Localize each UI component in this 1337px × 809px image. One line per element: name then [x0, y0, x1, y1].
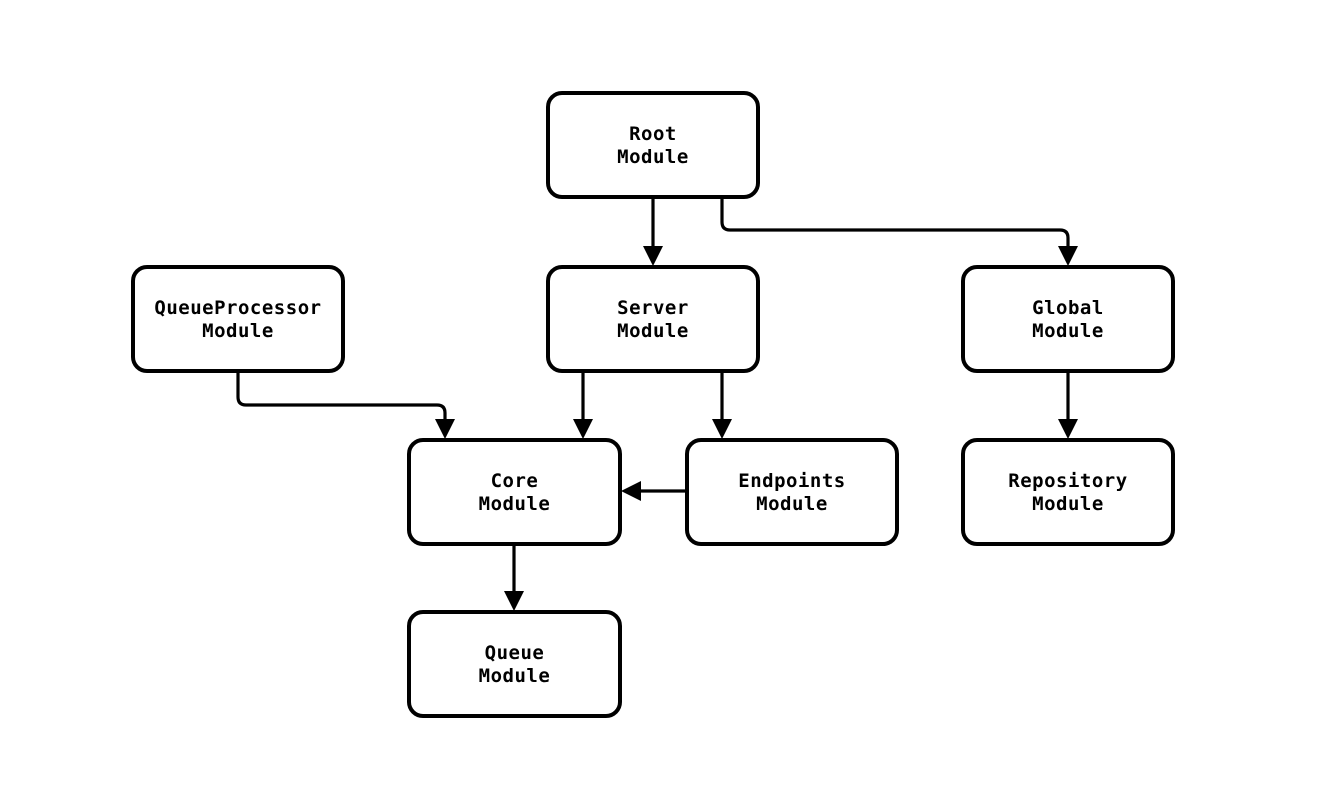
edge-global-to-repository — [1058, 371, 1078, 439]
edge-server-to-endpoints — [712, 371, 732, 439]
edge-root-to-global — [720, 197, 1078, 266]
edge-server-to-core — [573, 371, 593, 439]
node-box[interactable] — [961, 265, 1175, 373]
node-box[interactable] — [961, 438, 1175, 546]
edge-line — [236, 371, 447, 424]
edge-core-to-queue — [504, 544, 524, 611]
edge-endpoints-to-core — [621, 481, 687, 501]
arrowhead-icon — [643, 246, 663, 266]
arrowhead-icon — [1058, 246, 1078, 266]
node-label-line1: Core — [491, 470, 539, 492]
node-label-line1: Global — [1032, 297, 1104, 319]
arrowhead-icon — [435, 419, 455, 439]
edge-root-to-server — [643, 197, 663, 266]
node-label-line2: Module — [479, 493, 551, 515]
edge-line — [720, 197, 1070, 251]
node-label-line1: Queue — [485, 642, 545, 664]
edge-queueprocessor-to-core — [236, 371, 455, 439]
node-label-line2: Module — [617, 146, 689, 168]
node-box[interactable] — [407, 610, 622, 718]
arrowhead-icon — [621, 481, 641, 501]
node-label-line1: Server — [617, 297, 689, 319]
node-box[interactable] — [131, 265, 345, 373]
arrowhead-icon — [573, 419, 593, 439]
node-box[interactable] — [407, 438, 622, 546]
node-label-line2: Module — [479, 665, 551, 687]
node-label-line2: Module — [202, 320, 274, 342]
arrowhead-icon — [712, 419, 732, 439]
node-label-line1: Endpoints — [738, 470, 845, 492]
node-box[interactable] — [546, 91, 760, 199]
arrowhead-icon — [1058, 419, 1078, 439]
arrowhead-icon — [504, 591, 524, 611]
node-box[interactable] — [685, 438, 899, 546]
node-label-line2: Module — [617, 320, 689, 342]
node-box[interactable] — [546, 265, 760, 373]
node-label-line1: Repository — [1008, 470, 1127, 492]
node-label-line2: Module — [1032, 320, 1104, 342]
edges-layer — [236, 197, 1078, 611]
node-label-line1: Root — [629, 123, 677, 145]
node-label-line1: QueueProcessor — [154, 297, 321, 319]
node-label-line2: Module — [1032, 493, 1104, 515]
node-label-line2: Module — [756, 493, 828, 515]
